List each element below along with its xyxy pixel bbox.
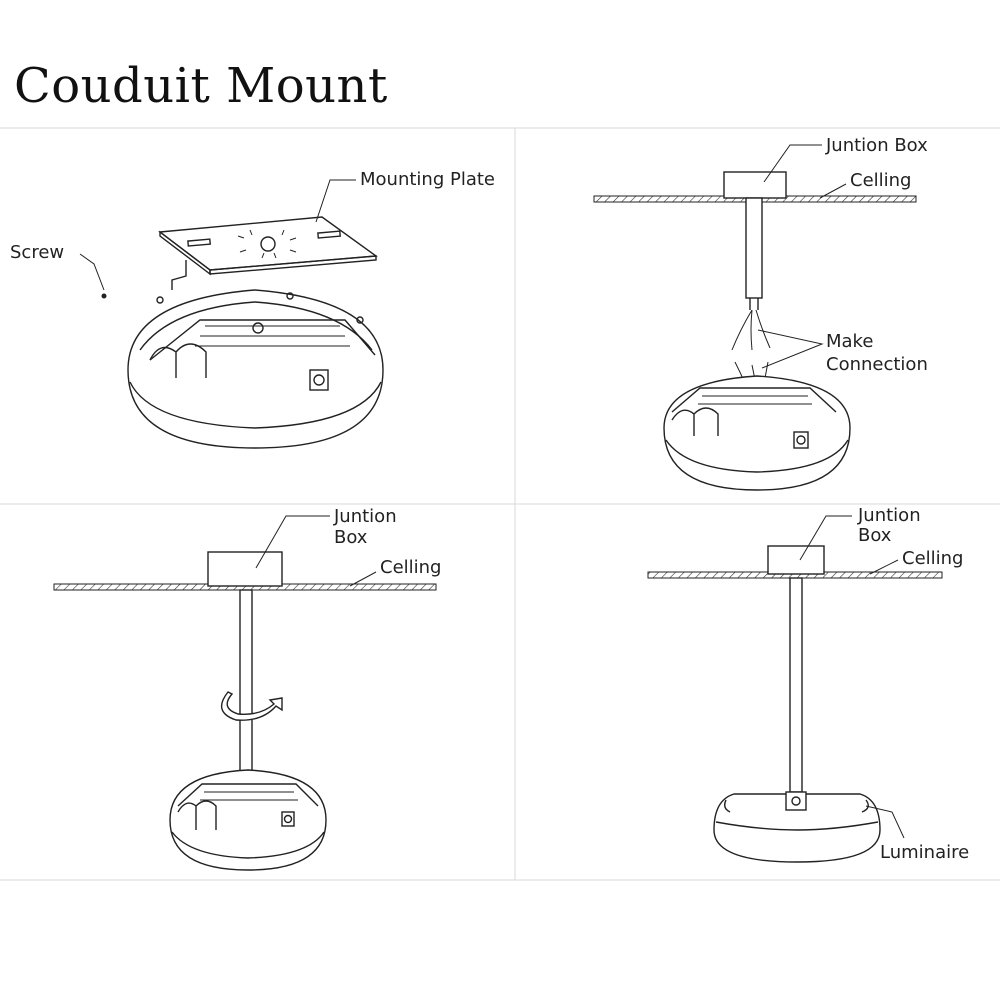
ceiling-leader — [819, 183, 847, 199]
screw-label: Screw — [10, 242, 64, 263]
ceiling-leader — [869, 559, 899, 575]
conduit — [745, 197, 763, 299]
junction-box — [723, 171, 787, 199]
junction-box-label-line1: Juntion — [857, 505, 921, 526]
junction-box-leader — [763, 144, 822, 183]
junction-box — [767, 545, 825, 575]
panel-installed-luminaire: Juntion Box Celling Luminaire — [647, 505, 969, 863]
conduit — [239, 589, 253, 781]
junction-box-label-line2: Box — [858, 525, 892, 546]
mounting-plate — [158, 216, 378, 290]
ceiling-label: Celling — [850, 170, 911, 191]
luminaire-wiring — [663, 375, 851, 491]
junction-box-leader — [255, 515, 330, 569]
luminaire-leader — [865, 805, 905, 839]
junction-box — [207, 551, 283, 587]
rotate-arrow-icon — [220, 691, 283, 721]
mounting-plate-leader — [315, 179, 356, 223]
screw-icon — [101, 293, 107, 299]
conduit — [789, 577, 803, 793]
panel-rotate-conduit: Juntion Box Celling — [53, 506, 441, 871]
panel-make-connection: Juntion Box Celling Make Connection — [593, 135, 928, 491]
junction-box-label-line1: Juntion — [333, 506, 397, 527]
page-title: Couduit Mount — [14, 58, 388, 114]
ceiling-label: Celling — [380, 557, 441, 578]
luminaire-installed — [713, 791, 881, 863]
panel-mounting-plate: Mounting Plate Screw — [10, 169, 495, 449]
screw-leader — [79, 253, 105, 291]
panel-grid — [0, 127, 1000, 881]
ceiling-leader — [349, 571, 377, 587]
make-connection-label-line2: Connection — [826, 354, 928, 375]
junction-box-label: Juntion Box — [825, 135, 928, 156]
luminaire-label: Luminaire — [880, 842, 969, 863]
connection-leader — [757, 329, 824, 369]
mounting-plate-label: Mounting Plate — [360, 169, 495, 190]
junction-box-label-line2: Box — [334, 527, 368, 548]
make-connection-label-line1: Make — [826, 331, 873, 352]
luminaire-mounting — [169, 769, 327, 871]
luminaire-open — [127, 289, 384, 449]
ceiling-label: Celling — [902, 548, 963, 569]
junction-box-leader — [799, 515, 852, 561]
